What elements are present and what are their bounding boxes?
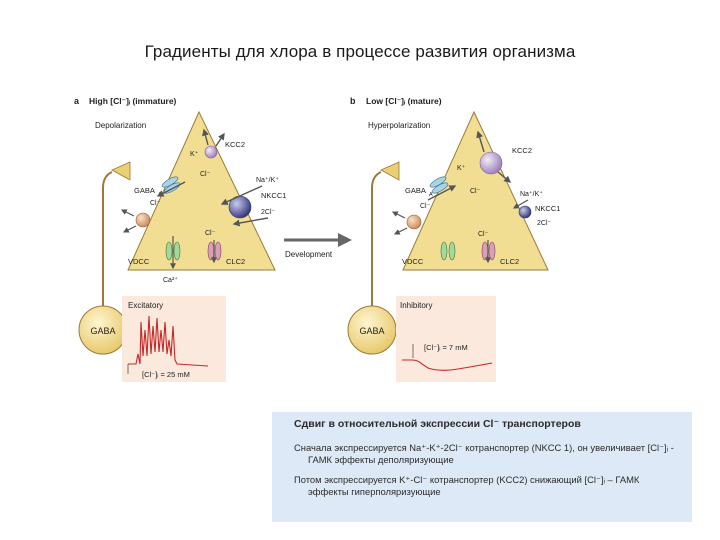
panel-b-gaba-label: GABA xyxy=(359,326,384,336)
panel-b-k-plus: K⁺ xyxy=(457,164,466,172)
panel-a-clc2-label: CLC2 xyxy=(226,257,245,266)
panel-b-kcc2-label: KCC2 xyxy=(512,146,532,155)
panel-b-cl-bottom: Cl⁻ xyxy=(478,231,489,238)
panel-a-axon xyxy=(103,172,112,318)
panel-b-na-k: Na⁺/K⁺ xyxy=(520,190,543,198)
panel-a-concentration: [Cl⁻]ᵢ = 25 mM xyxy=(142,370,190,379)
panel-b-header: Low [Cl⁻]ᵢ (mature) xyxy=(366,96,442,106)
panel-b-synapse xyxy=(381,162,399,180)
panel-b-cl-top: Cl⁻ xyxy=(470,188,481,195)
panel-b-gabaa-label: GABA xyxy=(405,186,426,195)
panel-b-orange-channel-icon xyxy=(407,215,421,229)
panel-a-vdcc-label: VDCC xyxy=(128,257,150,266)
panel-a-cl-top: Cl⁻ xyxy=(200,171,211,178)
development-arrow: Development xyxy=(284,233,352,259)
development-arrow-icon xyxy=(338,233,352,247)
panel-a-na-k: Na⁺/K⁺ xyxy=(256,176,279,184)
panel-a-synapse xyxy=(112,162,130,180)
panel-b-state: Hyperpolarization xyxy=(368,121,430,130)
panel-a-k-plus: K⁺ xyxy=(190,150,199,158)
panel-b-letter: b xyxy=(350,96,356,106)
panel-a-cl-left: Cl⁻ xyxy=(150,200,161,207)
panel-a-gaba-label: GABA xyxy=(90,326,115,336)
panel-a-vdcc-icon xyxy=(166,242,172,260)
panel-a-letter: a xyxy=(74,96,80,106)
development-label: Development xyxy=(285,250,333,259)
panel-a-gabaa-label: GABA xyxy=(134,186,155,195)
summary-heading: Сдвиг в относительной экспрессии Cl⁻ тра… xyxy=(294,418,678,430)
panel-a-cl-bottom: Cl⁻ xyxy=(205,230,216,237)
panel-a-ca: Ca²⁺ xyxy=(163,276,178,284)
panel-b-cl-left: Cl⁻ xyxy=(420,203,431,210)
panel-b-trace-label: Inhibitory xyxy=(400,301,432,310)
panel-b-clc2-icon xyxy=(482,242,488,260)
summary-box: Сдвиг в относительной экспрессии Cl⁻ тра… xyxy=(272,412,692,522)
panel-a: a High [Cl⁻]ᵢ (immature) GABA Depolariza… xyxy=(74,96,286,382)
panel-b-nkcc1-label: NKCC1 xyxy=(535,204,560,213)
panel-b-vdcc-icon xyxy=(441,242,447,260)
panel-b-vdcc-label: VDCC xyxy=(402,257,424,266)
panel-b-clc2-label: CLC2 xyxy=(500,257,519,266)
panel-b-nkcc1-icon xyxy=(519,206,531,218)
panel-a-kcc2-icon xyxy=(205,146,217,158)
panel-a-trace-label: Excitatory xyxy=(128,301,163,310)
summary-paragraph-1: Сначала экспрессируется Na⁺-K⁺-2Cl⁻ котр… xyxy=(294,442,678,465)
panel-b-2cl: 2Cl⁻ xyxy=(537,220,552,227)
panel-b: b Low [Cl⁻]ᵢ (mature) GABA Hyperpolariza… xyxy=(348,96,560,382)
panel-a-orange-channel-icon xyxy=(136,213,150,227)
panel-a-kcc2-label: KCC2 xyxy=(225,140,245,149)
panel-a-2cl: 2Cl⁻ xyxy=(261,209,276,216)
panel-a-header: High [Cl⁻]ᵢ (immature) xyxy=(89,96,177,106)
panel-b-kcc2-icon xyxy=(480,152,502,174)
panel-b-concentration: [Cl⁻]ᵢ = 7 mM xyxy=(424,343,468,352)
panel-b-axon xyxy=(372,172,381,318)
summary-paragraph-2: Потом экспрессируется K⁺-Cl⁻ котранспорт… xyxy=(294,474,678,497)
panel-a-nkcc1-label: NKCC1 xyxy=(261,191,286,200)
panel-a-clc2-icon xyxy=(208,242,214,260)
panel-a-state: Depolarization xyxy=(95,121,146,130)
